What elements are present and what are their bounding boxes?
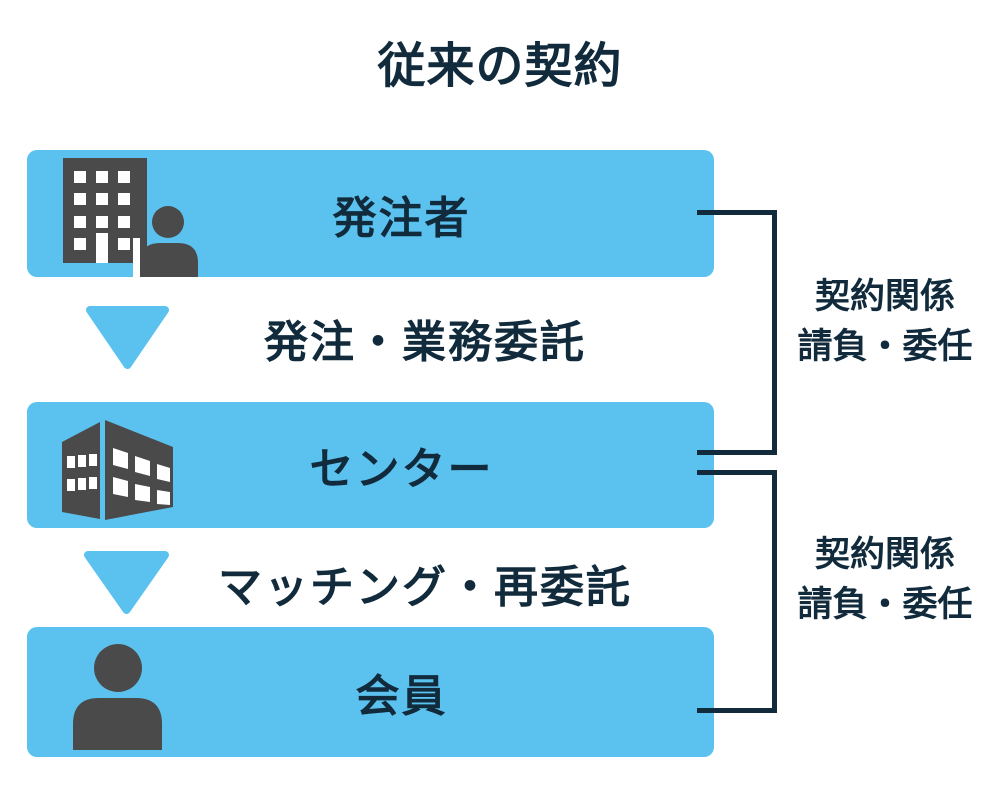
connector-matching-recommission-label: マッチング・再委託: [218, 562, 632, 612]
contract-relation-label-bottom: 契約関係 請負・委任: [790, 530, 980, 630]
box-member-label: 会員: [355, 672, 448, 721]
building-person-icon: [63, 158, 198, 277]
contract-bracket-bottom: [697, 470, 777, 713]
contract-bracket-top: [697, 210, 777, 455]
person-icon: [73, 644, 162, 750]
arrow-down-icon: [86, 306, 169, 369]
arrow-down-icon: [84, 551, 169, 614]
contract-relation-line2: 請負・委任: [797, 585, 973, 624]
contract-relation-line1: 契約関係: [814, 535, 955, 574]
contract-relation-line1: 契約関係: [814, 277, 955, 316]
box-center-label: センター: [309, 445, 494, 494]
diagram-title: 従来の契約: [377, 40, 623, 93]
office-building-3d-icon: [62, 420, 173, 520]
box-orderer-label: 発注者: [332, 193, 471, 243]
contract-relation-line2: 請負・委任: [797, 327, 973, 366]
connector-order-outsourcing-label: 発注・業務委託: [264, 317, 586, 367]
contract-relation-label-top: 契約関係 請負・委任: [790, 272, 980, 372]
